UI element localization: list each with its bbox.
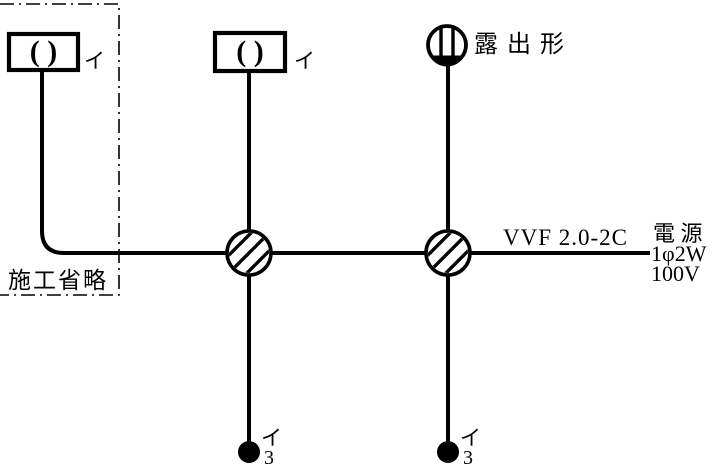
construction-omitted-label: 施工省略 [8, 268, 108, 293]
exposed-outlet-icon [426, 24, 468, 67]
power-source-label: 電 源 [653, 221, 703, 246]
switch-left-mark-label: イ [261, 426, 282, 450]
wire-lamp-left-to-joint1 [40, 72, 227, 255]
three-way-switch-right-icon [437, 441, 459, 463]
power-voltage-label: 100V [651, 261, 700, 286]
three-way-switch-left-icon [238, 441, 260, 463]
hook-ceiling-left-icon: ( ) [6, 31, 81, 73]
hook-ceiling-left-glyph: ( ) [30, 35, 57, 68]
switch-right-ways-label: 3 [463, 447, 473, 469]
switch-left-ways-label: 3 [264, 447, 274, 469]
power-phase-label: 1φ2W [651, 241, 707, 266]
hook-ceiling-center-glyph: ( ) [236, 35, 263, 68]
switch-right-mark-label: イ [460, 426, 481, 450]
lamp-left-mark-label: イ [84, 49, 105, 73]
lamp-center-mark-label: イ [294, 49, 315, 73]
junction-box-right-icon [424, 229, 472, 277]
hook-ceiling-center-icon: ( ) [212, 30, 288, 74]
outlet-type-label: 露出形 [474, 32, 573, 58]
omission-boundary-line [0, 3, 120, 296]
cable-spec-label: VVF 2.0-2C [503, 225, 629, 250]
junction-box-left-icon [225, 229, 273, 277]
